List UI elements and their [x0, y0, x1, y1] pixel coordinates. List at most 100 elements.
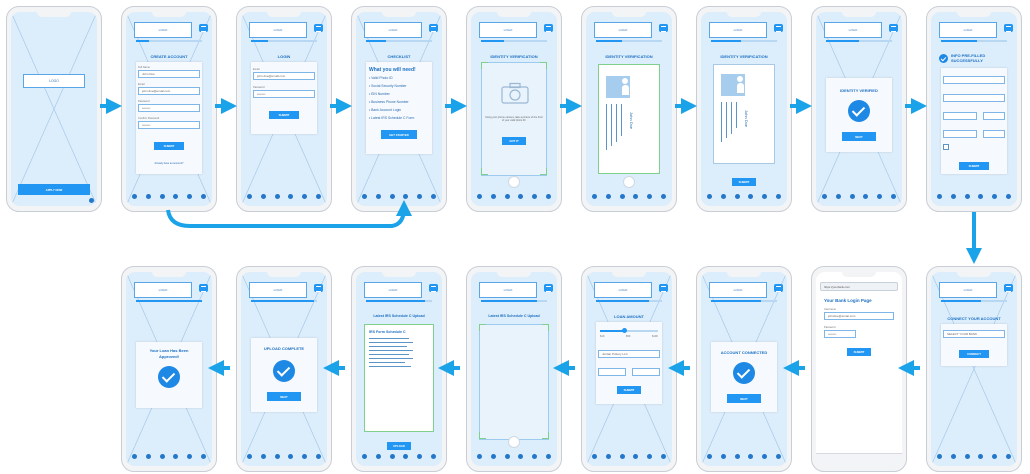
menu-icon[interactable]: [429, 24, 438, 32]
consent-checkbox[interactable]: [943, 144, 949, 150]
business-name-field[interactable]: Jordan Pottery LLC: [598, 350, 660, 358]
label-password: Password: [253, 86, 265, 89]
tab-icon: [647, 453, 653, 459]
tab-bar: [247, 452, 321, 460]
tab-icon: [375, 193, 381, 199]
tab-icon: [592, 193, 597, 199]
submit-button[interactable]: SUBMIT: [959, 162, 989, 170]
prefilled-field[interactable]: [943, 76, 1005, 84]
got-it-button[interactable]: GOT IT: [502, 137, 526, 145]
screen-create-account: LOGO CREATE ACCOUNT Full Name John Doe E…: [126, 12, 212, 206]
tab-icon: [200, 453, 206, 459]
tab-icon: [762, 193, 768, 199]
page-title: ACCOUNT CONNECTED: [720, 350, 768, 355]
phone-id-camera: LOGO IDENTITY VERIFICATION Using your ph…: [466, 6, 562, 212]
prefilled-field[interactable]: [943, 94, 1005, 102]
login-link[interactable]: Already have an account?: [154, 162, 184, 165]
check-icon: [158, 366, 180, 388]
screen-id-submit: LOGO IDENTITY VERIFICATION John Doe SUBM…: [701, 12, 787, 206]
progress-bar: [941, 40, 1007, 42]
confirm-password-field[interactable]: ••••••••: [138, 121, 200, 129]
submit-button[interactable]: SUBMIT: [269, 111, 299, 119]
username-field[interactable]: johndoe@email.com: [824, 312, 894, 320]
menu-icon[interactable]: [199, 284, 208, 292]
tab-icon: [187, 453, 193, 459]
document-title: IRS Form Schedule C: [369, 330, 406, 334]
tab-icon: [978, 193, 984, 199]
tab-icon: [389, 193, 395, 199]
progress-bar: [251, 40, 317, 42]
shutter-button[interactable]: [508, 176, 520, 188]
tab-icon: [362, 193, 367, 199]
tab-icon: [633, 193, 639, 199]
phone-notch: [957, 271, 991, 277]
checklist-item: • Bank Account Login: [369, 108, 402, 112]
menu-icon[interactable]: [1004, 284, 1013, 292]
menu-icon[interactable]: [544, 24, 553, 32]
tab-bar: [477, 192, 551, 200]
tab-icon: [490, 453, 496, 459]
apply-now-button[interactable]: APPLY NOW: [18, 184, 90, 195]
browser-url-bar[interactable]: https://yourbank.com: [820, 282, 898, 291]
email-field[interactable]: john.doe@email.com: [253, 72, 315, 80]
page-title: IDENTITY VERIFICATION: [605, 54, 653, 59]
password-field[interactable]: ••••••••: [824, 330, 856, 338]
menu-icon[interactable]: [1004, 24, 1013, 32]
tab-icon: [1005, 453, 1011, 459]
submit-button[interactable]: SUBMIT: [617, 386, 641, 394]
get-started-button[interactable]: GET STARTED: [381, 130, 417, 139]
term-select[interactable]: [632, 368, 660, 376]
next-button[interactable]: NEXT: [727, 394, 761, 403]
tab-icon: [734, 453, 740, 459]
id-avatar-body: [622, 85, 629, 95]
menu-icon[interactable]: [774, 284, 783, 292]
menu-icon[interactable]: [774, 24, 783, 32]
next-button[interactable]: NEXT: [842, 132, 876, 141]
next-button[interactable]: NEXT: [267, 392, 301, 401]
prefilled-field[interactable]: [943, 130, 977, 138]
shutter-button[interactable]: [623, 176, 635, 188]
prefilled-field[interactable]: [983, 130, 1005, 138]
menu-icon[interactable]: [659, 284, 668, 292]
submit-button[interactable]: SUBMIT: [732, 178, 756, 186]
tab-icon: [835, 193, 841, 199]
prefilled-field[interactable]: [943, 112, 977, 120]
shutter-button[interactable]: [508, 436, 520, 448]
screen-id-capture: LOGO IDENTITY VERIFICATION John Doe: [586, 12, 672, 206]
phone-account-connected: LOGO ACCOUNT CONNECTED NEXT: [696, 266, 792, 472]
menu-icon[interactable]: [199, 24, 208, 32]
tab-bar: [822, 192, 896, 200]
page-title: Your Bank Login Page: [824, 298, 872, 303]
browser-toolbar: [816, 453, 902, 466]
loan-slider-handle[interactable]: [622, 328, 627, 333]
bank-select[interactable]: SELECT YOUR BANK: [943, 330, 1005, 338]
menu-icon[interactable]: [314, 24, 323, 32]
password-field[interactable]: ••••••••: [138, 104, 200, 112]
logo-bar: LOGO: [479, 282, 537, 298]
tab-icon: [260, 453, 266, 459]
doc-line: [369, 354, 409, 355]
full-name-field[interactable]: John Doe: [138, 70, 200, 78]
menu-icon[interactable]: [544, 284, 553, 292]
doc-line: [369, 350, 413, 351]
phone-notch: [267, 11, 301, 17]
menu-icon[interactable]: [314, 284, 323, 292]
screen-checklist: LOGO CHECKLIST What you will need! • Val…: [356, 12, 442, 206]
id-line: [721, 102, 722, 142]
tab-bar: [592, 192, 666, 200]
submit-button[interactable]: SUBMIT: [847, 348, 871, 356]
password-field[interactable]: ••••••••: [253, 90, 315, 98]
prefilled-field[interactable]: [983, 112, 1005, 120]
menu-icon[interactable]: [429, 284, 438, 292]
tab-icon: [302, 193, 308, 199]
ein-field[interactable]: [598, 368, 626, 376]
submit-button[interactable]: SUBMIT: [154, 142, 184, 150]
upload-button[interactable]: UPLOAD: [387, 442, 411, 450]
home-dot-icon: [89, 198, 94, 203]
connect-button[interactable]: CONNECT: [959, 350, 989, 358]
menu-icon[interactable]: [889, 24, 898, 32]
loan-slider-track[interactable]: [600, 330, 658, 332]
menu-icon[interactable]: [659, 24, 668, 32]
tab-icon: [707, 453, 712, 459]
email-field[interactable]: john.doe@email.com: [138, 87, 200, 95]
